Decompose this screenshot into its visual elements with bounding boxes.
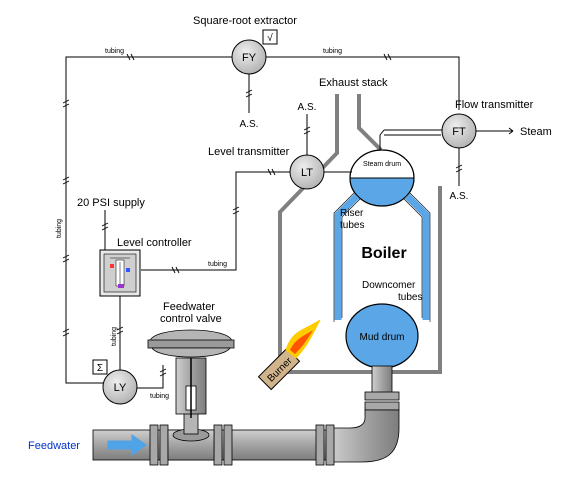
flow-transmitter-label: Flow transmitter bbox=[455, 99, 534, 111]
ft-instrument: FT bbox=[441, 113, 477, 149]
tubing-label-controller-lt: tubing bbox=[208, 261, 227, 268]
tubing-label-top-right: tubing bbox=[323, 48, 342, 55]
square-root-extractor-label: Square-root extractor bbox=[193, 15, 297, 27]
feedwater-control-valve-label-2: control valve bbox=[160, 313, 222, 325]
sigma-function-block: Σ bbox=[92, 359, 108, 375]
fy-tag: FY bbox=[242, 52, 257, 64]
ft-air-supply-label: A.S. bbox=[450, 191, 469, 202]
signal-tubing bbox=[65, 56, 514, 389]
ly-instrument: LY bbox=[102, 369, 138, 405]
steam-label: Steam bbox=[520, 126, 552, 138]
riser-downcomer-outline bbox=[333, 192, 431, 322]
sigma-symbol: Σ bbox=[97, 363, 103, 374]
boiler-label: Boiler bbox=[361, 245, 406, 262]
lt-tag: LT bbox=[301, 167, 313, 179]
tubing-label-controller-ly: tubing bbox=[111, 327, 118, 346]
downcomer-tubes-label-2: tubes bbox=[398, 292, 422, 303]
level-transmitter-label: Level transmitter bbox=[208, 146, 290, 158]
feedwater-pipe-elbow bbox=[329, 409, 400, 463]
riser-downcomer-tubes bbox=[334, 193, 430, 320]
psi-supply-label: 20 PSI supply bbox=[77, 197, 145, 209]
feedwater-label: Feedwater bbox=[28, 440, 80, 452]
riser-tubes-label-1: Riser bbox=[340, 208, 364, 219]
tubing-label-top-left: tubing bbox=[105, 48, 124, 55]
feedwater-control-valve bbox=[147, 329, 235, 461]
sqrt-symbol: √ bbox=[267, 32, 273, 44]
sqrt-function-block: √ bbox=[262, 29, 278, 45]
tubing-label-ly-valve: tubing bbox=[150, 393, 169, 400]
exhaust-stack-label: Exhaust stack bbox=[319, 77, 388, 89]
ly-tag: LY bbox=[114, 382, 127, 394]
downcomer-tubes-label-1: Downcomer bbox=[362, 280, 416, 291]
mud-drum-label: Mud drum bbox=[359, 332, 404, 343]
boiler-outlet-nozzle bbox=[364, 365, 400, 411]
riser-tubes-label-2: tubes bbox=[340, 220, 364, 231]
fy-instrument: FY bbox=[231, 39, 267, 75]
burner-flame bbox=[285, 319, 321, 359]
steam-drum bbox=[349, 149, 415, 207]
tubing-label-left-vertical: tubing bbox=[56, 219, 63, 238]
fy-air-supply-label: A.S. bbox=[240, 119, 259, 130]
tubing-hash-marks bbox=[62, 53, 463, 377]
level-controller-label: Level controller bbox=[117, 237, 192, 249]
ft-tag: FT bbox=[452, 126, 466, 138]
steam-drum-label: Steam drum bbox=[363, 161, 401, 168]
boiler-housing bbox=[278, 94, 442, 374]
flow-arrow-icon bbox=[107, 434, 147, 456]
level-controller bbox=[99, 249, 141, 297]
feedwater-control-valve-label-1: Feedwater bbox=[163, 301, 215, 313]
lt-air-supply-label: A.S. bbox=[298, 102, 317, 113]
lt-instrument: LT bbox=[289, 154, 325, 190]
